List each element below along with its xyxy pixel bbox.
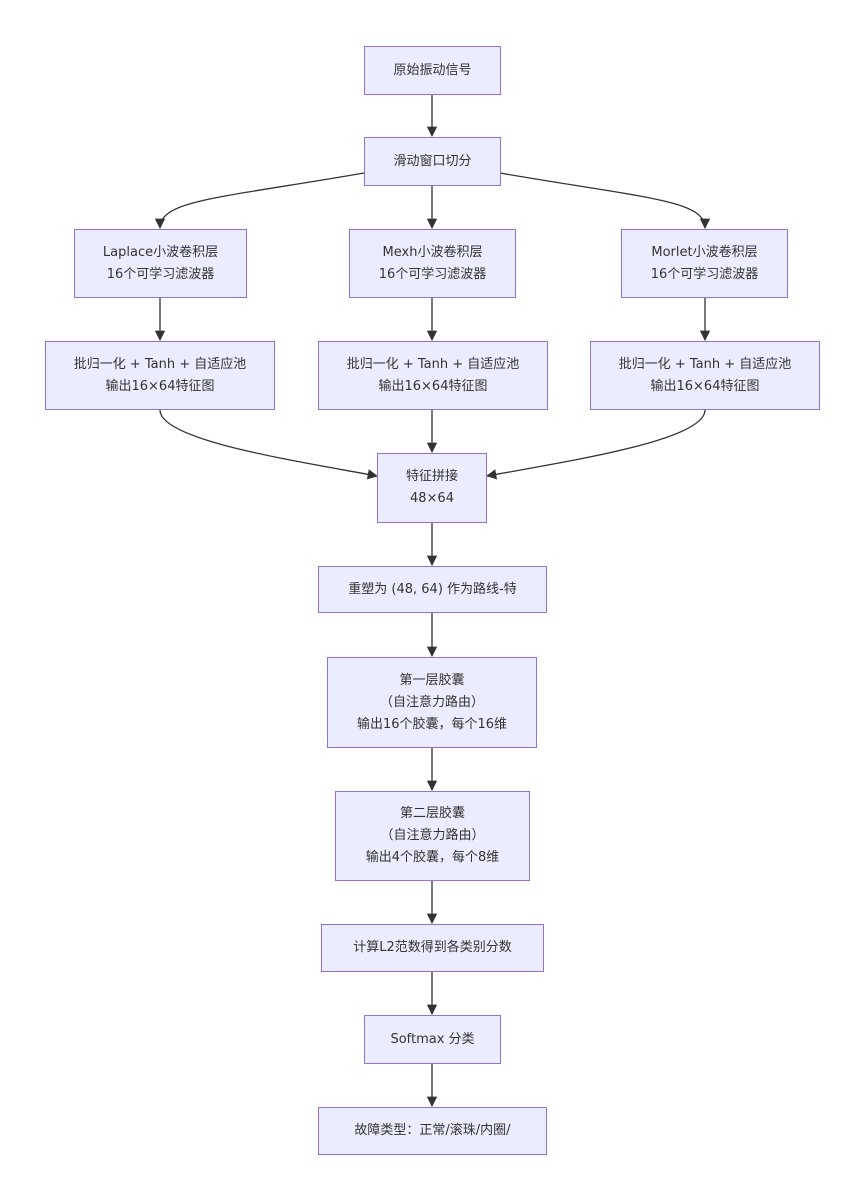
node-label: 输出16个胶囊，每个16维 [356, 716, 508, 732]
node-label: Morlet小波卷积层 [651, 244, 758, 260]
edge-window-to-laplace [154, 172, 365, 230]
node-label: 滑动窗口切分 [393, 153, 472, 169]
node-raw-signal: 原始振动信号 [364, 46, 501, 95]
node-label: Laplace小波卷积层 [102, 244, 219, 260]
node-label: 批归一化 + Tanh + 自适应池 [346, 356, 520, 372]
node-label: 特征拼接 [405, 469, 458, 484]
node-batchnorm-left: 批归一化 + Tanh + 自适应池 输出16×64特征图 [45, 341, 275, 410]
node-label: 输出4个胶囊，每个8维 [365, 850, 500, 865]
node-label: 第一层胶囊 [399, 672, 465, 688]
node-label: 输出16×64特征图 [378, 378, 488, 394]
node-laplace-wavelet-conv: Laplace小波卷积层 16个可学习滤波器 [74, 229, 247, 298]
node-feature-concat: 特征拼接 48×64 [377, 453, 487, 523]
node-label: 批归一化 + Tanh + 自适应池 [618, 356, 792, 372]
edge-bn1-to-concat [159, 409, 379, 480]
node-label: Softmax 分类 [390, 1031, 475, 1047]
node-batchnorm-right: 批归一化 + Tanh + 自适应池 输出16×64特征图 [590, 341, 820, 410]
node-morlet-wavelet-conv: Morlet小波卷积层 16个可学习滤波器 [621, 229, 788, 298]
node-label: 计算L2范数得到各类别分数 [353, 940, 512, 955]
node-sliding-window: 滑动窗口切分 [364, 137, 501, 186]
node-capsule-layer-2: 第二层胶囊 （自注意力路由） 输出4个胶囊，每个8维 [335, 791, 530, 881]
node-l2-norm: 计算L2范数得到各类别分数 [321, 924, 544, 972]
node-mexh-wavelet-conv: Mexh小波卷积层 16个可学习滤波器 [349, 229, 516, 298]
node-batchnorm-center: 批归一化 + Tanh + 自适应池 输出16×64特征图 [318, 341, 548, 410]
node-label: Mexh小波卷积层 [382, 244, 483, 260]
node-label: 重塑为 (48, 64) 作为路线-特 [348, 581, 517, 597]
node-label: （自注意力路由） [379, 694, 484, 710]
node-label: （自注意力路由） [380, 828, 485, 843]
node-capsule-layer-1: 第一层胶囊 （自注意力路由） 输出16个胶囊，每个16维 [327, 657, 537, 748]
node-label: 第二层胶囊 [399, 806, 465, 821]
node-label: 输出16×64特征图 [105, 378, 215, 394]
node-fault-type: 故障类型：正常/滚珠/内圈/ [318, 1107, 547, 1155]
node-label: 故障类型：正常/滚珠/内圈/ [354, 1123, 511, 1138]
node-reshape: 重塑为 (48, 64) 作为路线-特 [318, 566, 547, 613]
node-softmax: Softmax 分类 [364, 1015, 501, 1064]
edge-window-to-morlet [499, 172, 711, 230]
node-label: 16个可学习滤波器 [650, 266, 759, 282]
node-label: 16个可学习滤波器 [106, 266, 215, 282]
node-label: 批归一化 + Tanh + 自适应池 [73, 356, 247, 372]
node-label: 输出16×64特征图 [650, 378, 760, 394]
node-label: 原始振动信号 [393, 62, 472, 78]
node-label: 16个可学习滤波器 [378, 266, 487, 282]
edge-bn3-to-concat [485, 409, 706, 480]
node-label: 48×64 [410, 491, 454, 506]
